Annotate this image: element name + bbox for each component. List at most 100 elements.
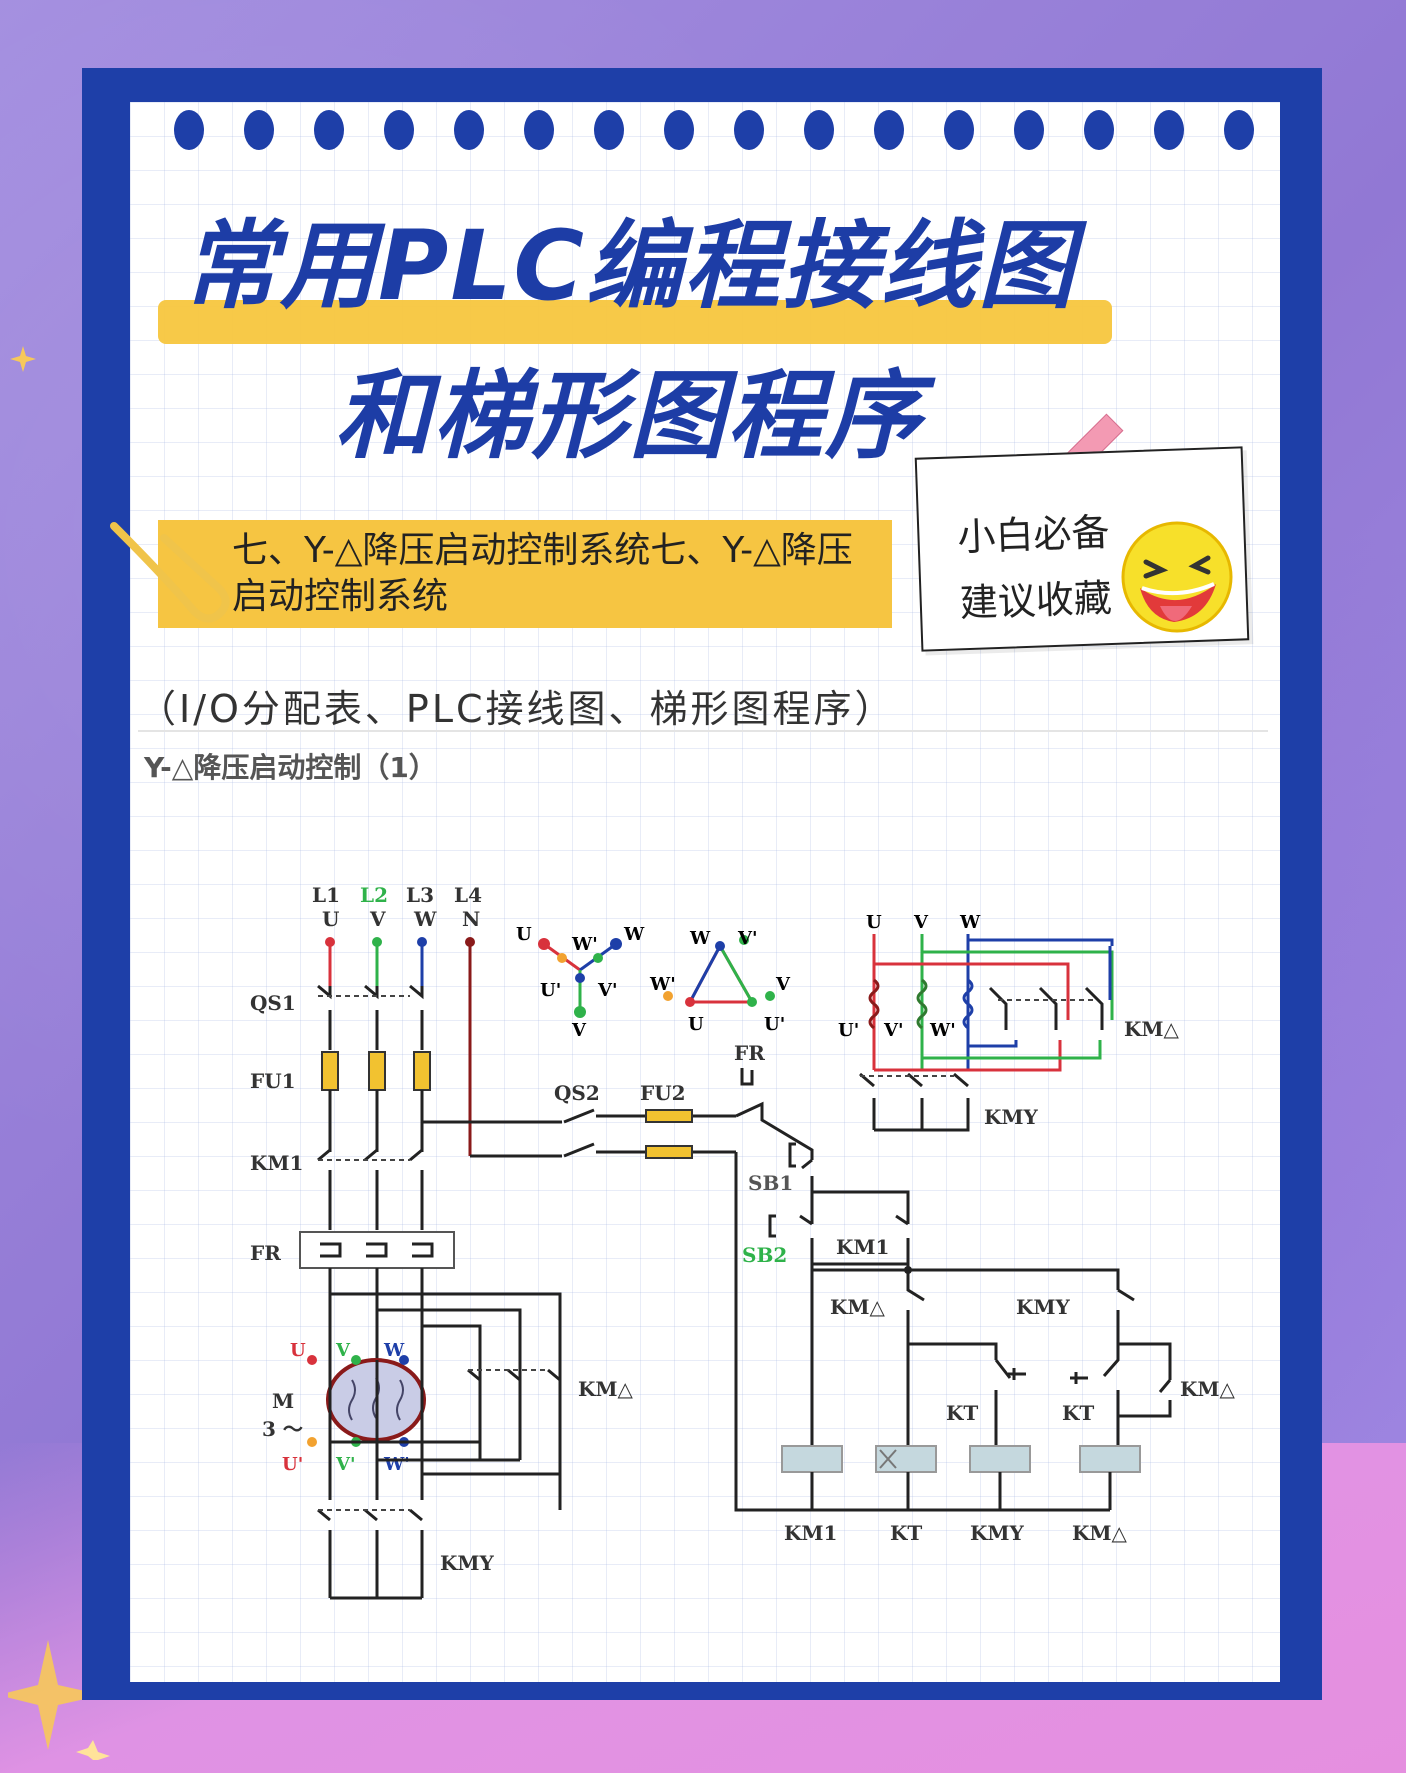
page-title-line1: 常用PLC编程接线图 <box>182 210 1076 322</box>
label-motor-U: U <box>290 1340 306 1361</box>
label-top-U2: U' <box>838 1020 859 1041</box>
notebook-paper <box>130 102 1280 1682</box>
terminal-L3 <box>417 937 427 947</box>
contact-KMD-interlock <box>906 1270 998 1360</box>
label-FU1: FU1 <box>250 1069 296 1093</box>
delta-connection-diagram: W V' W' V U U' <box>649 928 791 1035</box>
label-KMD-ctrl: KM△ <box>830 1295 886 1319</box>
binder-hole <box>734 110 764 150</box>
label-motor-M: M <box>272 1389 294 1413</box>
fuse-FU2-b <box>645 1145 693 1159</box>
contact-KMD-self <box>1118 1379 1172 1418</box>
contact-FR-ctrl <box>735 1068 814 1160</box>
label-wye-U: U <box>516 924 532 945</box>
contact-KMY-main <box>317 1508 424 1598</box>
binder-hole <box>804 110 834 150</box>
button-SB2 <box>799 1214 910 1264</box>
label-top-W: W <box>959 912 981 933</box>
terminal-L4 <box>465 937 475 947</box>
section-heading-bar <box>158 520 892 628</box>
label-delta-W2: W' <box>649 974 676 995</box>
contact-KM1-c <box>409 1148 424 1230</box>
label-KMY-main: KMY <box>440 1551 495 1575</box>
title-highlight <box>158 300 1112 344</box>
label-delta-V2: V' <box>737 928 757 949</box>
section-heading: 七、Y-△降压启动控制系统七、Y-△降压启动控制系统 <box>232 530 853 617</box>
label-wye-W: W <box>623 924 645 945</box>
binder-hole <box>1224 110 1254 150</box>
binder-hole <box>874 110 904 150</box>
binder-hole <box>944 110 974 150</box>
control-circuit: QS2 FU2 FR SB1 SB2 KM1 KM△ KMY KT KT KM△ <box>422 1041 1236 1545</box>
terminal-L1 <box>325 937 335 947</box>
label-motor-3ph: 3 ～ <box>262 1417 303 1441</box>
label-KMY-ctrl: KMY <box>1016 1295 1071 1319</box>
label-motor-W2: W' <box>383 1454 410 1475</box>
label-delta-W: W <box>689 928 711 949</box>
label-L3: L3 <box>406 883 434 907</box>
winding-wiring-diagram: U V W KM△ U' V' W' KMY <box>838 912 1180 1132</box>
label-wye-V2: V' <box>597 980 617 1001</box>
binder-hole <box>524 110 554 150</box>
label-KMD-main: KM△ <box>578 1377 634 1401</box>
binder-hole <box>1154 110 1184 150</box>
label-motor-V: V <box>335 1340 351 1361</box>
label-FU2: FU2 <box>640 1081 686 1105</box>
contact-KMY-top <box>859 1072 970 1132</box>
contact-KMD-top <box>988 986 1104 1030</box>
label-L2: L2 <box>360 883 388 907</box>
binder-hole <box>454 110 484 150</box>
contact-KMD-main <box>467 1368 562 1510</box>
switch-QS2 <box>563 1108 595 1158</box>
binder-holes <box>130 102 1280 162</box>
binder-hole <box>174 110 204 150</box>
label-FR-ctrl: FR <box>734 1041 765 1065</box>
label-KMD-self: KM△ <box>1180 1377 1236 1401</box>
label-FR: FR <box>250 1241 281 1265</box>
label-W: W <box>413 907 437 931</box>
label-wye-W2: W' <box>571 934 598 955</box>
label-delta-V: V <box>775 974 791 995</box>
label-motor-W: W <box>383 1340 405 1361</box>
label-top-U: U <box>866 912 882 933</box>
label-delta-U: U <box>688 1014 704 1035</box>
label-L1: L1 <box>312 883 340 907</box>
binder-hole <box>1084 110 1114 150</box>
label-L4: L4 <box>454 883 482 907</box>
label-coil-KMD: KM△ <box>1072 1521 1128 1545</box>
label-SB1: SB1 <box>748 1171 793 1195</box>
binder-hole <box>1014 110 1044 150</box>
label-wye-V: V <box>571 1020 587 1041</box>
fuse-FU2-a <box>645 1109 693 1123</box>
binder-hole <box>384 110 414 150</box>
binder-hole <box>244 110 274 150</box>
label-QS1: QS1 <box>250 991 296 1015</box>
label-V: V <box>369 907 386 931</box>
label-KM1-ctrl: KM1 <box>836 1235 889 1259</box>
binder-hole <box>664 110 694 150</box>
sparkle-icon <box>8 1640 110 1760</box>
terminal-L2 <box>372 937 382 947</box>
label-KM1: KM1 <box>250 1151 303 1175</box>
contact-KM1-a <box>317 1148 332 1230</box>
fuse-FU1-a <box>321 1051 339 1091</box>
button-SB1 <box>801 1158 814 1192</box>
label-coil-KT: KT <box>890 1521 922 1545</box>
label-top-W2: W' <box>929 1020 956 1041</box>
small-sparkle-icon <box>10 346 36 372</box>
label-delta-U2: U' <box>764 1014 785 1035</box>
label-QS2: QS2 <box>554 1081 600 1105</box>
diagram-title: Y-△降压启动控制（1） <box>144 751 437 784</box>
label-top-KMD: KM△ <box>1124 1017 1180 1041</box>
coil-KMD <box>1079 1445 1141 1473</box>
divider <box>138 730 1268 732</box>
coil-KM1 <box>781 1445 843 1473</box>
fuse-FU1-b <box>368 1051 386 1091</box>
label-top-V: V <box>913 912 929 933</box>
binder-hole <box>314 110 344 150</box>
label-motor-V2: V' <box>335 1454 355 1475</box>
paperclip-icon <box>110 522 230 623</box>
thermal-relay-FR <box>299 1231 455 1269</box>
label-U: U <box>322 907 339 931</box>
page-title-line2: 和梯形图程序 <box>335 360 923 472</box>
